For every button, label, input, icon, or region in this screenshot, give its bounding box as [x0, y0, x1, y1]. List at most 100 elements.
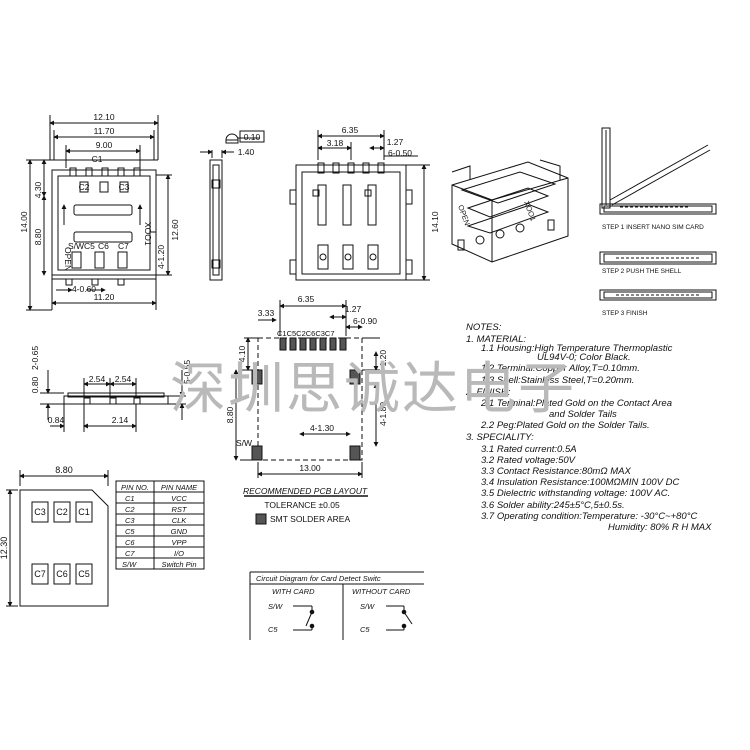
top-view-labels: 12.10 11.70 9.00 4.30 14.00 8.80 12.60 4… [19, 112, 180, 302]
dim-inner-width: 11.70 [94, 126, 115, 136]
table-cell: Switch Pin [161, 560, 196, 569]
note-line: 3.2 Rated voltage:50V [481, 455, 577, 466]
pcb-pin-labels: C1C5C2C6C3C7 [277, 329, 335, 338]
pcb-dim-pad-len: 5-1.20 [378, 350, 388, 374]
dim-front-tab: 2-0.65 [30, 346, 40, 370]
dim-top-offset: 4.30 [33, 181, 43, 198]
table-cell: GND [171, 527, 188, 536]
dim-bottom-height: 14.10 [430, 211, 440, 233]
pcb-dim-pitch-total: 6.35 [298, 294, 315, 304]
note-line: 1.2 Terminal:Copper Alloy,T=0.10mm. [481, 363, 640, 374]
note-line: 3. SPECIALITY: [466, 432, 534, 443]
iso-xoo1: XOO1 [522, 200, 538, 223]
front-view-labels: 0.80 2-0.65 2.54 2.54 5-0.55 0.84 2.14 [30, 346, 192, 425]
sim-card-labels: 8.80 12.30 C3 C2 C1 C7 C6 C5 [0, 465, 90, 579]
pcb-dim-height: 8.80 [225, 406, 235, 423]
note-line: 3.6 Solder ability:245±5°C,5±0.5s. [481, 500, 625, 511]
circuit-sw-2: S/W [360, 602, 375, 611]
dim-pitch-half: 3.18 [327, 138, 344, 148]
circuit-c5-1: C5 [268, 625, 278, 634]
pcb-tolerance: TOLERANCE ±0.05 [264, 500, 340, 510]
note-line: UL94V-0; Color Black. [537, 352, 631, 363]
dim-pin-count-width: 6-0.50 [388, 148, 412, 158]
pcb-sw: S/W [236, 438, 252, 448]
card-width: 8.80 [55, 465, 73, 475]
dim-peg: 4-1.20 [156, 245, 166, 269]
mark-c1: C1 [92, 154, 103, 164]
note-line: 3.3 Contact Resistance:80mΩ MAX [481, 466, 631, 477]
table-cell: C7 [125, 549, 135, 558]
pcb-dim-pad-width: 6-0.90 [353, 316, 377, 326]
circuit-labels: Circuit Diagram for Card Detect Switc WI… [256, 574, 411, 634]
card-c7: C7 [34, 569, 46, 579]
note-line: 3.7 Operating condition:Temperature: -30… [481, 511, 698, 522]
note-line: 3.4 Insulation Resistance:100MΩMIN 100V … [481, 477, 680, 488]
note-line: 1.1 Housing:High Temperature Thermoplast… [481, 343, 673, 354]
note-line: 2.1 Terminal:Plated Gold on the Contact … [480, 398, 672, 409]
mark-open: OPEN [63, 247, 73, 271]
pcb-dim-peg: 4-1.30 [310, 423, 334, 433]
pcb-dim-width: 13.00 [299, 463, 321, 473]
note-line: and Solder Tails [549, 409, 617, 420]
circuit-without-card: WITHOUT CARD [352, 587, 411, 596]
step-1-label: STEP 1 INSERT NANO SIM CARD [602, 224, 704, 231]
table-cell: CLK [172, 516, 188, 525]
card-c5: C5 [78, 569, 90, 579]
pcb-labels: 6.35 3.33 1.27 6-0.90 4.10 5-1.20 8.80 4… [225, 294, 388, 524]
circuit-diagram [249, 571, 424, 640]
card-c2: C2 [56, 507, 68, 517]
dim-side-width: 1.40 [238, 147, 255, 157]
table-cell: S/W [122, 560, 137, 569]
pcb-title: RECOMMENDED PCB LAYOUT [243, 486, 368, 496]
side-view [200, 133, 260, 281]
circuit-with-card: WITH CARD [272, 587, 315, 596]
note-line: 3.5 Dielectric withstanding voltage: 100… [481, 488, 670, 499]
mark-c6: C6 [98, 241, 109, 251]
dim-card-height: 8.80 [33, 228, 43, 245]
card-c6: C6 [56, 569, 68, 579]
dim-front-height: 0.80 [30, 376, 40, 393]
steps-labels: STEP 1 INSERT NANO SIM CARD STEP 2 PUSH … [602, 224, 704, 317]
pcb-layout [233, 300, 380, 525]
table-cell: C5 [125, 527, 135, 536]
pcb-dim-pitch: 1.27 [345, 304, 362, 314]
circuit-title: Circuit Diagram for Card Detect Switc [256, 574, 381, 583]
iso-view [451, 159, 569, 263]
table-cell: C3 [125, 516, 135, 525]
step-3-label: STEP 3 FINISH [602, 310, 648, 317]
steps-illustration [599, 127, 717, 301]
front-view [40, 370, 186, 432]
watermark: 深圳思诚达电子 [170, 357, 576, 422]
mark-c7: C7 [118, 241, 129, 251]
bottom-view-labels: 6.35 3.18 1.27 6-0.50 14.10 [327, 125, 440, 233]
bottom-view [289, 130, 430, 281]
card-height: 12.30 [0, 537, 9, 560]
table-cell: C1 [125, 494, 135, 503]
dim-bottom-width: 11.20 [94, 292, 115, 302]
table-cell: C6 [125, 538, 135, 547]
dim-pin-width: 4-0.60 [72, 284, 96, 294]
sim-card [6, 470, 109, 607]
dim-front-pin: 5-0.55 [182, 360, 192, 384]
mark-sw: S/W [68, 241, 84, 251]
dim-shell-thickness: 0.10 [244, 132, 261, 142]
mark-xoo1: XOO1 [143, 222, 153, 246]
note-line: 2.2 Peg:Plated Gold on the Solder Tails. [480, 420, 650, 431]
dim-front-span: 2.14 [112, 415, 129, 425]
pin-table [115, 480, 205, 570]
side-view-labels: 0.10 1.40 [238, 130, 265, 157]
table-cell: RST [172, 505, 188, 514]
dim-front-pitch-2: 2.54 [115, 374, 132, 384]
pin-table-text: PIN NO. PIN NAME C1 VCC C2 RST C3 CLK C5… [121, 483, 198, 569]
pcb-legend: SMT SOLDER AREA [270, 514, 350, 524]
dim-front-pitch-1: 2.54 [89, 374, 106, 384]
dim-front-offset: 0.84 [48, 415, 65, 425]
note-line: 1.3 Shell:Stainless Steel,T=0.20mm. [481, 375, 634, 386]
table-header: PIN NO. [121, 483, 149, 492]
notes: NOTES: 1. MATERIAL: 1.1 Housing:High Tem… [465, 322, 712, 533]
circuit-sw-1: S/W [268, 602, 283, 611]
circuit-c5-2: C5 [360, 625, 370, 634]
table-cell: VPP [171, 538, 186, 547]
card-c1: C1 [78, 507, 90, 517]
